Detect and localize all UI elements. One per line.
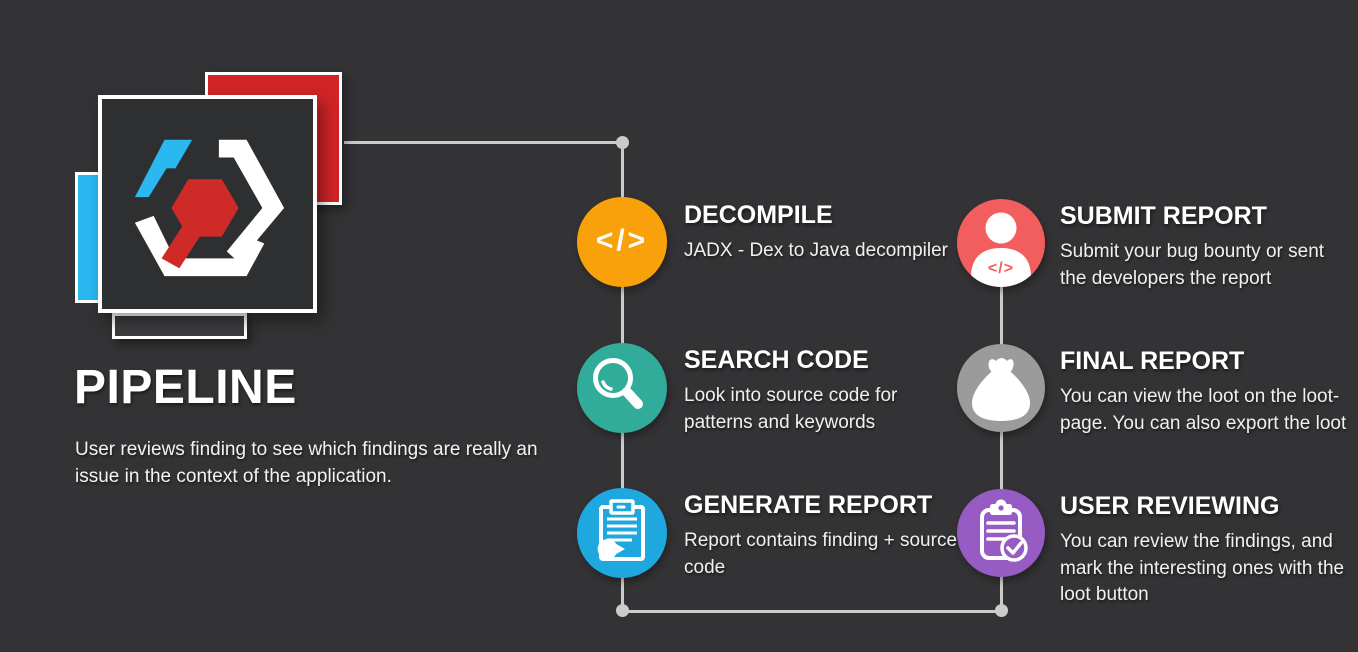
step-title: DECOMPILE: [684, 201, 833, 229]
report-pie-icon: [597, 499, 645, 561]
hexagon-logo-icon: [134, 139, 284, 277]
step-user-reviewing-text: USER REVIEWING You can review the findin…: [1060, 492, 1355, 609]
step-title: GENERATE REPORT: [684, 491, 933, 519]
step-description: You can view the loot on the loot-page. …: [1060, 386, 1347, 434]
code-glyph: </>: [988, 260, 1014, 277]
code-icon: </>: [595, 223, 649, 257]
connector-joint-dot: [995, 604, 1008, 617]
step-submit-report-circle: </>: [957, 199, 1045, 287]
step-description: JADX - Dex to Java decompiler: [684, 240, 948, 261]
review-checklist-icon: [980, 499, 1028, 562]
connector-joint-dot: [616, 604, 629, 617]
step-title: FINAL REPORT: [1060, 347, 1245, 375]
loot-bag-icon: [972, 358, 1030, 421]
step-user-reviewing-circle: [957, 489, 1045, 577]
step-title: SEARCH CODE: [684, 346, 869, 374]
app-logo: [98, 95, 317, 313]
page-description: User reviews finding to see which findin…: [75, 439, 538, 487]
search-icon: [593, 358, 643, 409]
step-description: Submit your bug bounty or sent the devel…: [1060, 241, 1325, 289]
logo-bottom-bar: [112, 313, 247, 339]
developer-icon: </>: [971, 212, 1031, 287]
step-search-code-text: SEARCH CODE Look into source code for pa…: [684, 346, 959, 436]
step-description: You can review the findings, and mark th…: [1060, 531, 1345, 606]
step-description: Report contains finding + source code: [684, 530, 958, 578]
step-title: SUBMIT REPORT: [1060, 202, 1267, 230]
step-generate-report-circle: [577, 488, 667, 578]
step-final-report-circle: [957, 344, 1045, 432]
connector-logo-to-left-column: [344, 141, 623, 144]
step-decompile-circle: </>: [577, 197, 667, 287]
page-title: PIPELINE: [74, 361, 297, 414]
step-description: Look into source code for patterns and k…: [684, 385, 898, 433]
step-generate-report-text: GENERATE REPORT Report contains finding …: [684, 491, 959, 581]
step-decompile-text: DECOMPILE JADX - Dex to Java decompiler: [684, 201, 959, 265]
step-submit-report-text: SUBMIT REPORT Submit your bug bounty or …: [1060, 202, 1355, 292]
step-search-code-circle: [577, 343, 667, 433]
connector-bottom-horizontal: [622, 610, 1002, 613]
step-final-report-text: FINAL REPORT You can view the loot on th…: [1060, 347, 1355, 437]
connector-joint-dot: [616, 136, 629, 149]
step-title: USER REVIEWING: [1060, 492, 1280, 520]
